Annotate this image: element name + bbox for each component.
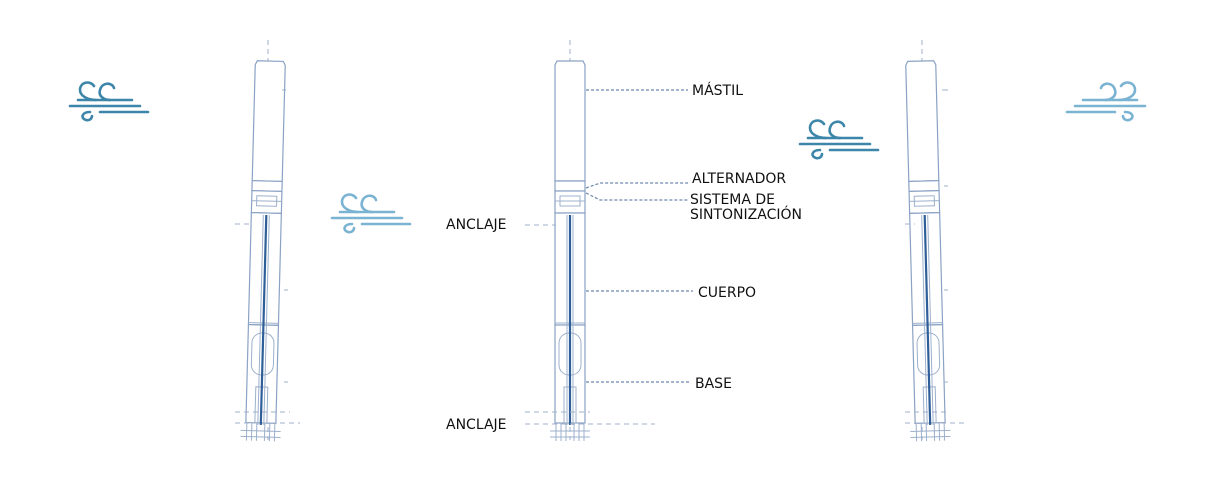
label-mast: MÁSTIL <box>692 82 743 99</box>
label-tuning-line1: SISTEMA DE <box>690 192 775 208</box>
wind-icon <box>330 193 412 234</box>
label-base: BASE <box>695 376 732 392</box>
wind-icon <box>798 119 880 160</box>
turbine-center <box>548 59 592 443</box>
wind-icon <box>1065 81 1147 122</box>
label-anchor-bottom: ANCLAJE <box>446 417 507 433</box>
turbine-left <box>239 59 292 443</box>
turbine-right <box>899 59 952 443</box>
label-anchor-top: ANCLAJE <box>446 217 507 233</box>
label-tuning-line2: SINTONIZACIÓN <box>690 205 802 223</box>
wind-icon <box>68 81 150 122</box>
label-body: CUERPO <box>698 285 756 301</box>
label-alternator: ALTERNADOR <box>692 171 786 187</box>
